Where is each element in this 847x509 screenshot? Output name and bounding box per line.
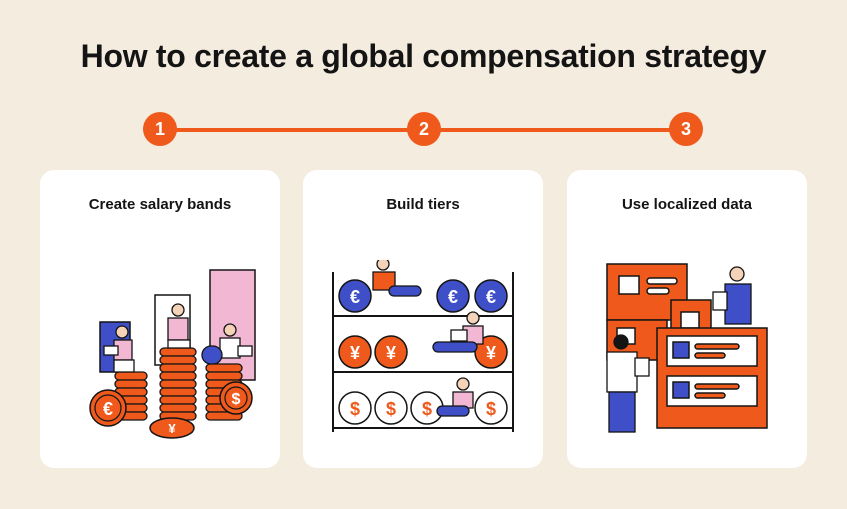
svg-text:€: € [448, 287, 458, 307]
svg-text:€: € [486, 287, 496, 307]
step-card-localized-data: Use localized data [567, 170, 807, 468]
svg-text:€: € [103, 399, 113, 419]
salary-bands-illustration: € ¥ $ [89, 269, 256, 439]
step-2-marker: 2 [407, 112, 441, 146]
profile-card-icon [656, 327, 768, 429]
card-title-localized-data: Use localized data [621, 196, 753, 213]
euro-tier-row: € € € [338, 279, 508, 313]
svg-text:€: € [350, 287, 360, 307]
svg-text:$: $ [486, 399, 496, 419]
yen-coin-icon: ¥ [149, 417, 195, 439]
svg-text:¥: ¥ [386, 343, 396, 363]
svg-text:$: $ [232, 391, 241, 408]
card-title-salary-bands: Create salary bands [88, 196, 232, 213]
svg-text:$: $ [350, 399, 360, 419]
svg-text:$: $ [422, 399, 432, 419]
step-card-build-tiers: Build tiers € € € ¥ ¥ ¥ $ [303, 170, 543, 468]
localized-data-illustration [606, 263, 768, 433]
step-1-marker: 1 [143, 112, 177, 146]
svg-text:¥: ¥ [168, 421, 176, 436]
step-progress: 1 2 3 [0, 112, 847, 148]
page-title: How to create a global compensation stra… [80, 38, 767, 74]
step-3-marker: 3 [669, 112, 703, 146]
dollar-tier-row: $ $ $ $ [338, 391, 508, 425]
svg-text:$: $ [386, 399, 396, 419]
dollar-coin-icon: $ [219, 381, 253, 415]
card-title-build-tiers: Build tiers [386, 196, 460, 213]
svg-text:¥: ¥ [350, 343, 360, 363]
euro-coin-icon: € [89, 389, 127, 427]
step-card-salary-bands: Create salary bands [40, 170, 280, 468]
build-tiers-illustration: € € € ¥ ¥ ¥ $ $ $ $ [332, 260, 514, 432]
svg-text:¥: ¥ [486, 343, 496, 363]
